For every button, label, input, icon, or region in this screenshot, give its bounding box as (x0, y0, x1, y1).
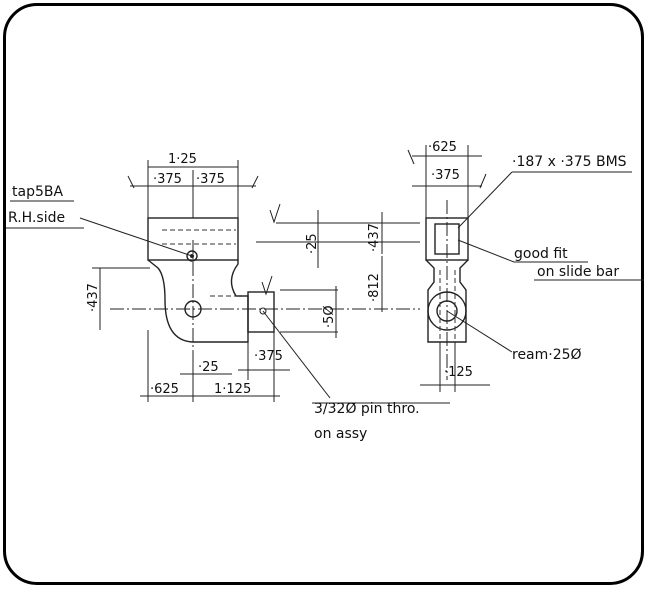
note-ream: ream·25Ø (512, 347, 582, 363)
dim-25-h: ·25 (198, 360, 219, 375)
dim-437-v: ·437 (367, 223, 382, 252)
dim-437-left: ·437 (86, 283, 101, 312)
annotations: tap5BA R.H.side ·187 x ·375 BMS good fit… (6, 140, 627, 442)
dim-25-v: ·25 (305, 233, 320, 254)
dim-375-h: ·375 (254, 349, 283, 364)
dim-5phi: ·5Ø (322, 305, 337, 328)
note-tap: tap5BA (12, 184, 63, 200)
drawing-frame (3, 3, 644, 585)
dim-625-top: ·625 (428, 140, 457, 155)
leader-tap (79, 217, 193, 257)
surface-finish-mark (269, 203, 281, 224)
dim-tick (407, 149, 415, 165)
dim-375-a: ·375 (153, 172, 182, 187)
note-on-slide-bar: on slide bar (537, 264, 619, 280)
dim-tick (127, 175, 135, 189)
note-bms: ·187 x ·375 BMS (512, 154, 627, 170)
leader-good-fit (457, 239, 515, 263)
front-view (79, 160, 450, 404)
dim-812: ·812 (367, 273, 382, 302)
leader-bms (457, 171, 513, 229)
note-pin: 3/32Ø pin thro. (314, 401, 420, 417)
dim-1-25: 1·25 (168, 152, 197, 167)
dim-tick (479, 173, 487, 189)
note-rh-side: R.H.side (8, 210, 65, 226)
dim-tick (251, 175, 259, 189)
surface-finish-mark (261, 275, 273, 296)
front-body-outline (147, 259, 249, 343)
note-good-fit: good fit (514, 246, 568, 262)
dim-375-b: ·375 (196, 172, 225, 187)
dim-625-bottom: ·625 (150, 382, 179, 397)
dim-375-side: ·375 (431, 168, 460, 183)
side-view (407, 145, 644, 392)
note-on-assy: on assy (314, 426, 367, 442)
front-pin-hole (259, 307, 267, 315)
dim-1125: 1·125 (214, 382, 251, 397)
front-tapped-hole (186, 250, 198, 262)
front-boss (247, 291, 275, 333)
leader-ream (446, 310, 513, 353)
dim-125: ·125 (444, 365, 473, 380)
leader-pin (262, 310, 331, 399)
